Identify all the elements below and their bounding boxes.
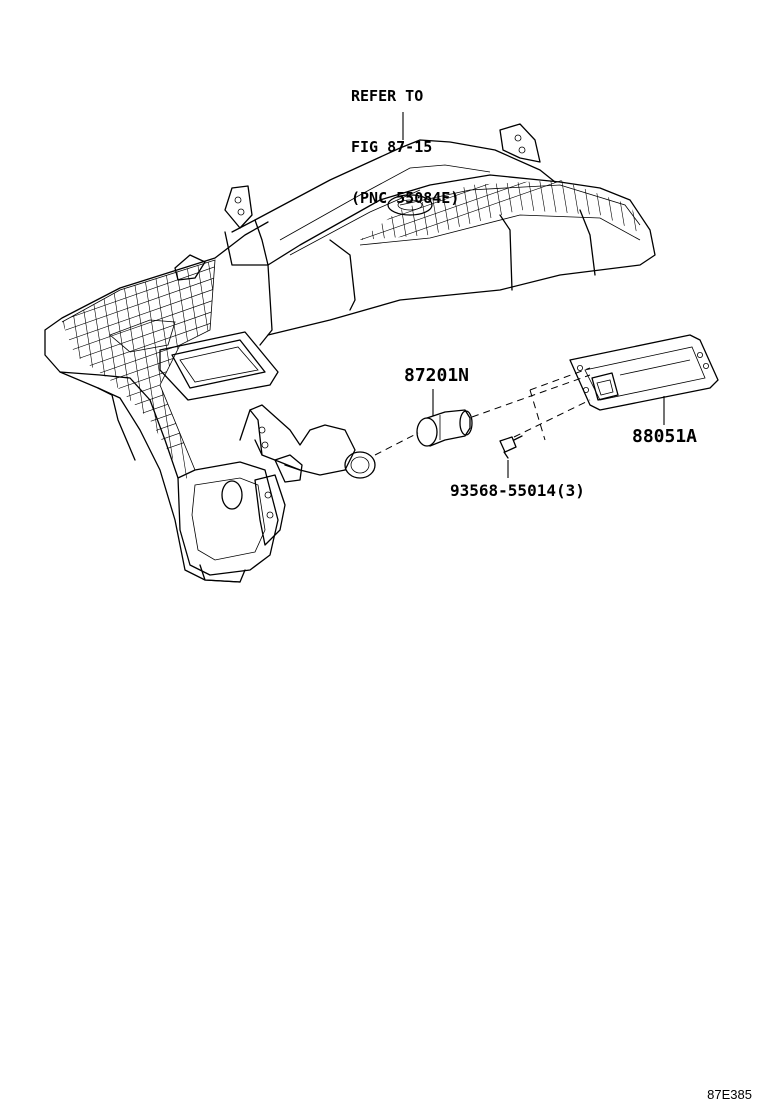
part-88051A-plate bbox=[569, 334, 719, 425]
vent-register-opening bbox=[159, 331, 279, 401]
refer-to-line1: REFER TO bbox=[351, 87, 424, 105]
figure-id: 87E385 bbox=[707, 1087, 752, 1102]
callout-87201N: 87201N bbox=[404, 365, 470, 386]
sensor-bracket bbox=[239, 404, 376, 546]
assembly-dashed-lines bbox=[374, 367, 591, 456]
part-screw-93568 bbox=[499, 435, 523, 478]
callout-screw-93568-55014: 93568-55014(3) bbox=[450, 481, 585, 500]
refer-to-line3: (PNC 55084E) bbox=[351, 189, 460, 207]
refer-to-line2: FIG 87-15 bbox=[351, 138, 433, 156]
callout-88051A: 88051A bbox=[632, 426, 698, 447]
refer-to-note: REFER TO FIG 87-15 (PNC 55084E) bbox=[351, 54, 459, 241]
part-87201N-sensor bbox=[416, 389, 473, 447]
lower-outlet-duct bbox=[177, 461, 279, 583]
center-tunnel-duct bbox=[224, 112, 561, 346]
